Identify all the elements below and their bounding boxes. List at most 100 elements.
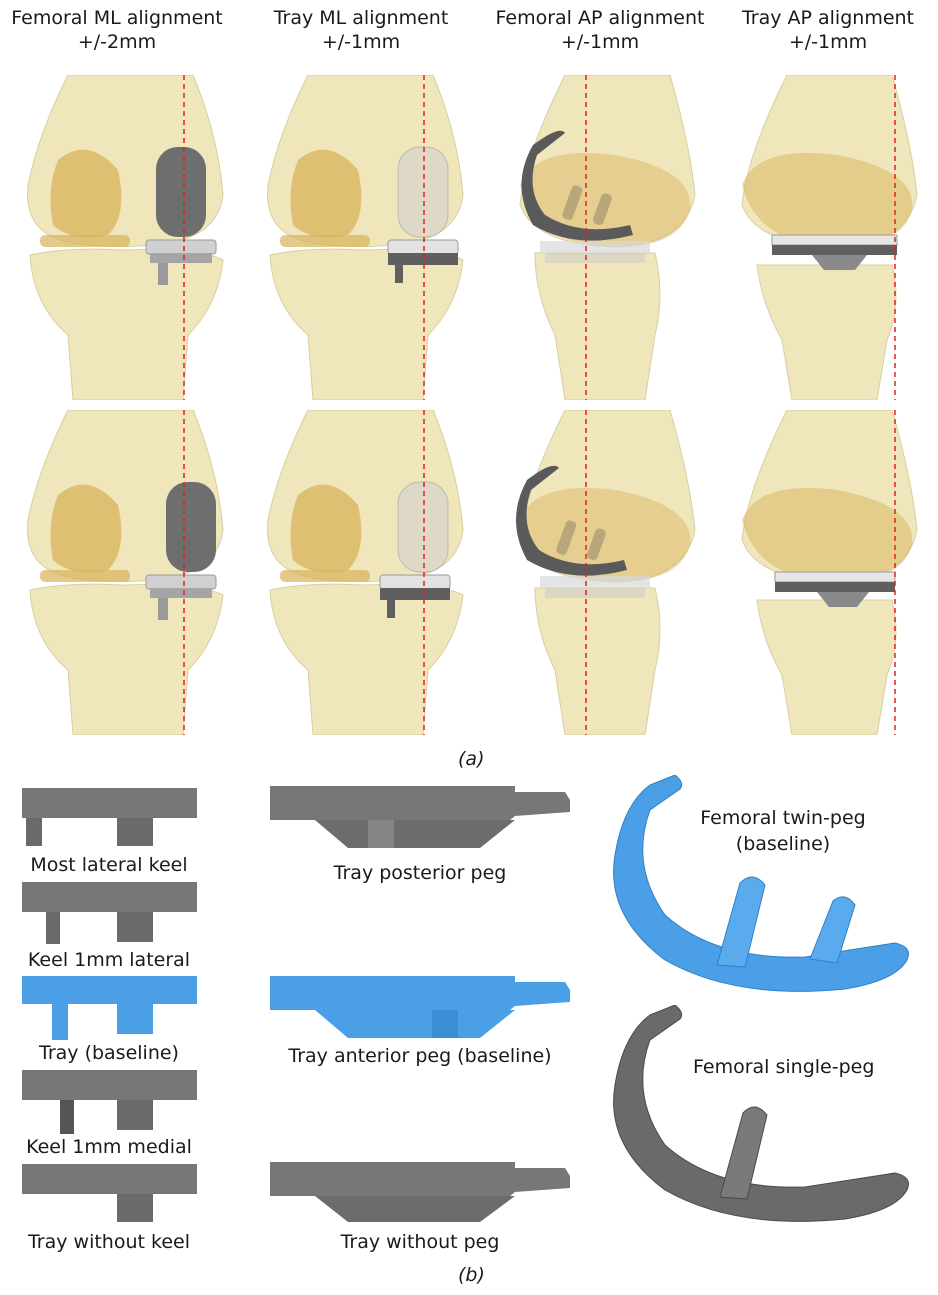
tibial-tray: [388, 253, 458, 265]
knee-side-femoral-ap-top: [505, 75, 715, 400]
tray-plate: [22, 976, 197, 1004]
subfigure-letter: a: [465, 748, 477, 770]
tray-base: [315, 820, 515, 848]
tibial-insert: [380, 575, 450, 589]
knee-front-tray-ml-bottom: [258, 410, 468, 735]
tray-base: [315, 1196, 515, 1222]
tibial-tray: [150, 588, 212, 598]
header-femoral-ml: Femoral ML alignment +/-2mm: [0, 6, 234, 54]
label-tray-without-keel: Tray without keel: [0, 1231, 218, 1253]
tibial-insert: [772, 235, 897, 245]
label-tray-baseline: Tray (baseline): [0, 1042, 218, 1064]
femoral-single-peg: [605, 1005, 915, 1225]
header-femoral-ap: Femoral AP alignment +/-1mm: [483, 6, 717, 54]
tray-plate: [270, 1162, 570, 1196]
knee-front-tray-ml-top: [258, 75, 468, 400]
tibial-cartilage: [40, 235, 130, 247]
tibial-cartilage: [280, 235, 370, 247]
tray-peg: [117, 1004, 153, 1034]
tibia-bone: [30, 249, 223, 400]
tibial-tray: [772, 245, 897, 255]
tray-peg: [117, 912, 153, 942]
label-keel-1mm-medial: Keel 1mm medial: [0, 1136, 218, 1158]
lateral-condyle-cartilage: [290, 150, 361, 238]
tibial-tray: [380, 588, 450, 600]
tibial-tray: [150, 253, 212, 263]
tray-peg: [432, 1010, 458, 1038]
tray-keel: [52, 1004, 68, 1040]
tray-keel: [26, 818, 42, 846]
tray-most-lateral-keel: [22, 788, 197, 858]
subfigure-label-a: (a): [458, 748, 485, 770]
label-tray-anterior-peg-baseline: Tray anterior peg (baseline): [270, 1045, 570, 1067]
tray-plate: [22, 788, 197, 818]
tibia-bone: [535, 253, 660, 400]
tray-posterior-peg: [270, 786, 570, 854]
tibia-bone: [535, 588, 660, 735]
tibia-bone: [757, 600, 896, 735]
femoral-component-ghost: [398, 147, 448, 237]
tibia-bone: [757, 265, 896, 400]
lateral-condyle-cartilage: [290, 485, 361, 573]
femoral-component: [156, 147, 206, 237]
tibia-bone: [270, 584, 463, 735]
tray-base: [315, 1010, 515, 1038]
tray-plate: [22, 1164, 197, 1194]
tray-peg: [117, 1100, 153, 1130]
tibial-tray: [775, 582, 895, 592]
tray-plate: [22, 882, 197, 912]
tibia-bone: [270, 249, 463, 400]
header-tray-ap: Tray AP alignment +/-1mm: [711, 6, 938, 54]
tray-keel: [158, 598, 168, 620]
femoral-component: [166, 482, 216, 572]
tray-anterior-peg-baseline: [270, 976, 570, 1044]
tibial-insert: [775, 572, 895, 582]
header-tray-ml: Tray ML alignment +/-1mm: [244, 6, 478, 54]
label-keel-1mm-lateral: Keel 1mm lateral: [0, 949, 218, 971]
label-tray-posterior-peg: Tray posterior peg: [270, 862, 570, 884]
subfigure-letter: b: [465, 1264, 477, 1286]
tray-plate: [270, 786, 570, 820]
header-title: Femoral AP alignment: [483, 6, 717, 30]
tray-keel: [387, 600, 395, 618]
lateral-condyle-cartilage: [50, 485, 121, 573]
header-title: Tray AP alignment: [711, 6, 938, 30]
tibial-cartilage: [280, 570, 370, 582]
knee-front-femoral-ml-top: [18, 75, 228, 400]
label-femoral-twin-peg: Femoral twin-peg (baseline): [693, 805, 873, 857]
tray-keel: [60, 1100, 74, 1134]
tibial-insert: [146, 575, 216, 589]
femoral-peg: [717, 877, 765, 967]
knee-front-femoral-ml-bottom: [18, 410, 228, 735]
tray-keel: [395, 265, 403, 283]
header-tolerance: +/-1mm: [244, 30, 478, 54]
tray-without-keel: [22, 1164, 197, 1224]
tibial-insert: [540, 241, 650, 253]
tibial-insert: [388, 240, 458, 254]
femoral-component-ghost: [398, 482, 448, 572]
tray-keel: [46, 912, 60, 944]
header-title: Femoral ML alignment: [0, 6, 234, 30]
tray-plate: [270, 976, 570, 1010]
tray-keel-1mm-lateral: [22, 882, 197, 950]
header-title: Tray ML alignment: [244, 6, 478, 30]
knee-side-tray-ap-bottom: [727, 410, 937, 735]
header-tolerance: +/-1mm: [483, 30, 717, 54]
tibia-bone: [30, 584, 223, 735]
label-line: Femoral twin-peg: [693, 805, 873, 831]
tibial-insert: [540, 576, 650, 588]
label-line: (baseline): [693, 831, 873, 857]
subfigure-label-b: (b): [458, 1264, 485, 1286]
tray-plate: [22, 1070, 197, 1100]
tibial-cartilage: [40, 570, 130, 582]
tray-peg: [117, 1194, 153, 1222]
lateral-condyle-cartilage: [50, 150, 121, 238]
tibial-tray-ghost: [545, 253, 645, 263]
tray-keel: [158, 263, 168, 285]
header-tolerance: +/-1mm: [711, 30, 938, 54]
header-tolerance: +/-2mm: [0, 30, 234, 54]
label-most-lateral-keel: Most lateral keel: [0, 854, 218, 876]
tray-keel-1mm-medial: [22, 1070, 197, 1138]
tibial-tray-ghost: [545, 588, 645, 598]
knee-side-tray-ap-top: [727, 75, 937, 400]
